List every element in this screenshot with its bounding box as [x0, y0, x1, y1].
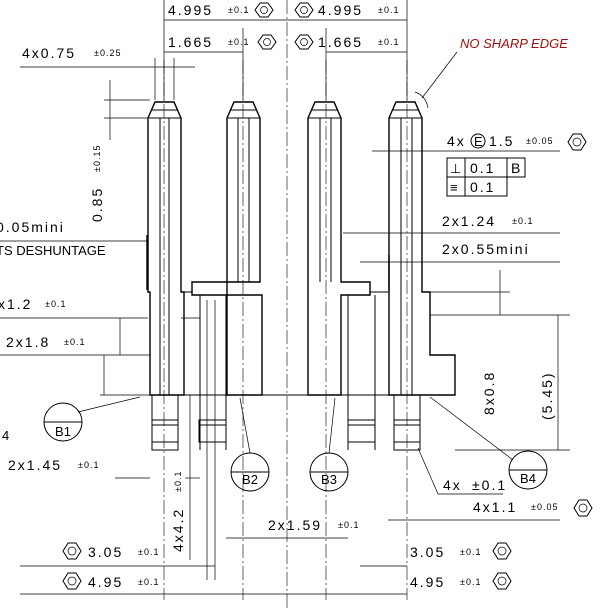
- pin-3: [307, 101, 376, 450]
- dim-angle-note: 4x: [443, 477, 462, 493]
- pin-2: [191, 101, 263, 580]
- tf-row1-datum: B: [511, 160, 522, 176]
- hex-icon: [254, 2, 274, 18]
- tolerance-frame: [446, 157, 526, 197]
- dim-width-1-8: 2x1.8: [6, 334, 50, 350]
- balloon-b1: [43, 396, 141, 442]
- dim-top-pitch-right-tol: ±0.1: [378, 5, 399, 15]
- dim-mid-pitch-left-tol: ±0.1: [228, 37, 249, 47]
- balloon-b4-label: B4: [520, 471, 536, 486]
- edge-arc: [414, 91, 429, 109]
- dim-width-1-59: 2x1.59: [268, 517, 322, 533]
- housing-outline: [184, 291, 455, 396]
- dim-width-1-1: 4x1.1: [473, 499, 517, 515]
- dim-edge-prefix: 4x: [447, 133, 466, 149]
- edge-symbol-icon: [470, 133, 486, 149]
- hex-icon: [567, 133, 587, 151]
- dim-tip-height-lines: [104, 80, 150, 140]
- dim-bottom-right-2-tol: ±0.1: [460, 577, 481, 587]
- dim-bottom-left-2-tol: ±0.1: [138, 577, 159, 587]
- dim-width-1-59-tol: ±0.1: [338, 520, 359, 530]
- dim-top-pitch-left-tol: ±0.1: [228, 5, 249, 15]
- dim-edge-glyph: E: [474, 134, 483, 149]
- angle-note-lines: [417, 447, 503, 495]
- dim-width-1-45: 2x1.45: [8, 457, 62, 473]
- dim-mid-pitch-left: 1.665: [168, 34, 213, 50]
- tf-row1-symbol: ⊥: [450, 161, 461, 176]
- dim-tip-width-tol: ±0.25: [94, 48, 121, 58]
- dim-left-min: 0.05mini: [0, 219, 65, 235]
- dim-top-pitch-right: 4.995: [318, 2, 363, 18]
- tf-row2-symbol: ≡: [450, 180, 458, 195]
- dim-width-1-2: x1.2: [0, 296, 32, 312]
- dim-bottom-right-1: 3.05: [410, 544, 445, 560]
- pin-1: [146, 101, 185, 451]
- dim-width-1-2-tol: ±0.1: [45, 299, 66, 309]
- dim-tip-height: 0.85: [89, 187, 105, 222]
- pin-4: [388, 101, 456, 451]
- note-left: TS DESHUNTAGE: [0, 243, 106, 258]
- dim-bottom-right-2: 4.95: [410, 574, 445, 590]
- dim-height-4-2: 4x4.2: [170, 508, 186, 552]
- dim-edge-tol: ±0.05: [526, 136, 553, 146]
- top-dimensions: [163, 0, 408, 100]
- balloon-b2: [230, 397, 270, 492]
- note-no-sharp-edge-leader: [421, 51, 458, 99]
- hex-icon: [62, 572, 82, 590]
- dim-width-1-1-tol: ±0.05: [531, 502, 558, 512]
- dim-tip-width: 4x0.75: [22, 45, 76, 61]
- hex-icon: [492, 542, 512, 560]
- balloon-b4: [429, 396, 548, 490]
- balloon-b3-label: B3: [321, 472, 337, 487]
- dim-width-0-55: 2x0.55mini: [442, 241, 530, 257]
- hex-icon: [573, 499, 593, 517]
- dim-tip-width-lines: [20, 58, 195, 100]
- dim-angle-note-tol: ±0.1: [472, 477, 507, 493]
- dim-bottom-left-1-tol: ±0.1: [138, 547, 159, 557]
- dim-bottom-left-2: 4.95: [88, 574, 123, 590]
- balloon-b1-label: B1: [55, 424, 71, 439]
- dim-height-5-45: (5.45): [539, 371, 555, 420]
- hex-icon: [294, 34, 314, 50]
- hex-icon: [257, 34, 277, 50]
- note-no-sharp-edge: NO SHARP EDGE: [460, 36, 568, 51]
- center-lines: [163, 0, 408, 610]
- dim-bottom-left-1: 3.05: [88, 544, 123, 560]
- right-vertical-dim-lines: [430, 270, 570, 451]
- dim-height-4-2-tol: ±0.1: [173, 471, 183, 492]
- dim-tip-height-tol: ±0.15: [92, 145, 102, 172]
- dim-width-1-24: 2x1.24: [442, 213, 496, 229]
- hex-icon: [492, 572, 512, 590]
- dim-mid-pitch-right-tol: ±0.1: [378, 37, 399, 47]
- dim-width-1-45-tol: ±0.1: [78, 460, 99, 470]
- dim-width-1-8-tol: ±0.1: [64, 337, 85, 347]
- dim-width-1-24-tol: ±0.1: [512, 216, 533, 226]
- tf-row1-value: 0.1: [470, 160, 495, 176]
- dim-mid-pitch-right: 1.665: [318, 34, 363, 50]
- dim-edge-value: 1.5: [489, 133, 514, 149]
- dim-left-vertical: [100, 318, 150, 396]
- dim-bottom-right-1-tol: ±0.1: [460, 547, 481, 557]
- dim-top-pitch-left: 4.995: [168, 2, 213, 18]
- dim-height-0-8: 8x0.8: [481, 371, 497, 415]
- balloon-b2-label: B2: [242, 472, 258, 487]
- hex-icon: [294, 2, 314, 18]
- balloon-b3: [309, 397, 349, 492]
- hex-icon: [62, 542, 82, 560]
- dim-small-4: 4: [2, 428, 9, 443]
- bottom-dim-lines: [20, 565, 407, 595]
- tf-row2-value: 0.1: [470, 179, 495, 195]
